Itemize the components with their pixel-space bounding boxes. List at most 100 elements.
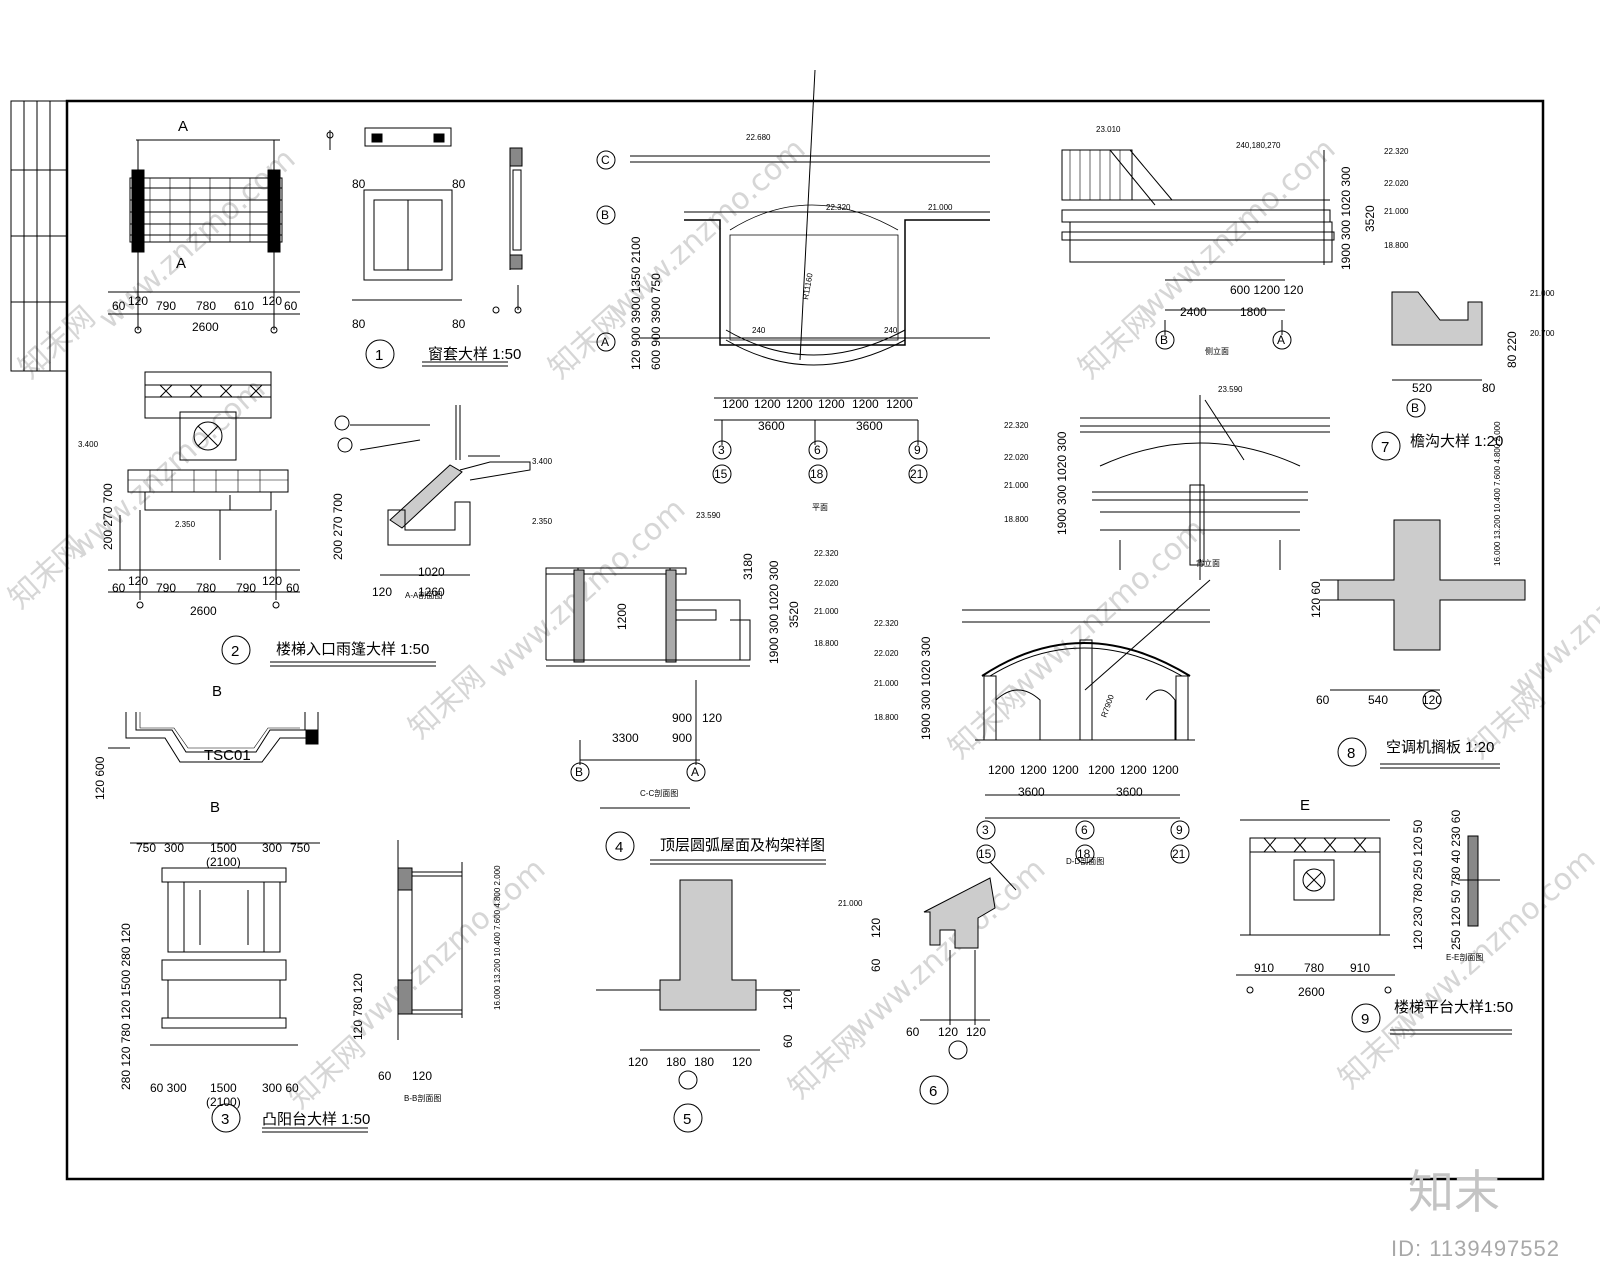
axis-label: 9 <box>914 443 921 457</box>
dim-label: 16.000 13.200 10.400 7.600 4.800 2.000 <box>493 865 502 1010</box>
watermark-text: www.znzmo.com <box>342 852 552 1046</box>
dim-label: 2600 <box>190 604 217 618</box>
dim-label: 80 <box>352 177 366 191</box>
watermark-text: www.znzmo.com <box>842 852 1052 1046</box>
dim-label: R7900 <box>1099 693 1116 719</box>
dim-label: 120 <box>869 918 883 938</box>
dim-label: 780 <box>1304 961 1324 975</box>
dim-label: 1200 <box>615 603 629 630</box>
dim-label: 1500 <box>210 1081 237 1095</box>
axis-label: 15 <box>978 847 992 861</box>
sub-label: 侧立面 <box>1205 346 1229 356</box>
watermark-text: 知末网 <box>282 1030 372 1116</box>
detail-number: 1 <box>375 347 383 364</box>
dim-label: 120 <box>412 1069 432 1083</box>
dim-label: 60 <box>112 299 126 313</box>
dim-label: 3600 <box>1018 785 1045 799</box>
dim-label: 120 <box>128 574 148 588</box>
axis-label: 3 <box>718 443 725 457</box>
axis-label: A <box>601 335 609 349</box>
image-id-label: ID: 1139497552 <box>1391 1236 1560 1261</box>
dim-label: 23.590 <box>1218 385 1243 394</box>
dim-label: 790 <box>156 581 176 595</box>
dim-label: 300 <box>164 841 184 855</box>
dim-label: 22.020 <box>1384 179 1409 188</box>
dim-label: 1020 <box>418 565 445 579</box>
dim-label: 3520 <box>1363 205 1377 232</box>
axis-label: 9 <box>1176 823 1183 837</box>
dim-label: 16.000 13.200 10.400 7.600 4.800 2.000 <box>1493 421 1502 566</box>
dim-label: 120 <box>262 294 282 308</box>
window-surround-detail <box>326 127 523 369</box>
dim-label: 910 <box>1254 961 1274 975</box>
dim-label: 22.320 <box>826 203 851 212</box>
bay-balcony-elevation <box>130 842 368 1133</box>
dim-label: 120 <box>702 711 722 725</box>
detail-number: 3 <box>221 1111 229 1128</box>
dim-label: 1260 <box>418 585 445 599</box>
ac-shelf-detail <box>1320 519 1526 769</box>
axis-label: 21 <box>910 467 924 481</box>
dim-label: 120 60 <box>1309 581 1323 618</box>
dim-label: 900 <box>672 711 692 725</box>
detail-title: 楼梯入口雨篷大样 1:50 <box>276 640 429 658</box>
dim-label: 22.680 <box>746 133 771 142</box>
dim-label: 780 <box>196 299 216 313</box>
dim-label: 2.350 <box>175 520 196 529</box>
axis-label: 18 <box>1077 847 1091 861</box>
dim-label: 790 <box>236 581 256 595</box>
dim-label: 3.400 <box>78 440 99 449</box>
dim-label: 60 <box>378 1069 392 1083</box>
bb-section <box>397 840 463 1040</box>
dim-label: 80 <box>1482 381 1496 395</box>
watermark-text: 知末网 <box>12 300 102 386</box>
dim-label: 21.000 <box>1384 207 1409 216</box>
section-mark: A <box>176 255 186 272</box>
dim-label: 790 <box>156 299 176 313</box>
sub-label: B-B剖面图 <box>404 1093 441 1103</box>
aa-section <box>334 405 531 576</box>
dim-label: 750 <box>290 841 310 855</box>
dim-label: 180 <box>666 1055 686 1069</box>
dim-label: 1200 <box>886 397 913 411</box>
dim-label: 3300 <box>612 731 639 745</box>
sub-label: 背立面 <box>1196 558 1220 568</box>
dim-label: 21.000 <box>874 679 899 688</box>
dim-label: 1200 <box>852 397 879 411</box>
section-mark: B <box>212 683 222 700</box>
dim-label: 180 <box>694 1055 714 1069</box>
dim-label: 540 <box>1368 693 1388 707</box>
dim-label: 21.000 <box>838 899 863 908</box>
elevation-a-top <box>108 139 300 334</box>
dim-label: 60 <box>906 1025 920 1039</box>
axis-label: C <box>601 153 610 167</box>
detail-title: 窗套大样 1:50 <box>428 345 521 363</box>
dim-label: 18.800 <box>1004 515 1029 524</box>
arch-roof-plan <box>596 69 990 484</box>
dim-label: 1200 <box>754 397 781 411</box>
detail-number: 4 <box>615 839 623 856</box>
dim-label: 1200 <box>1052 763 1079 777</box>
watermark-text: www.znzmo.com <box>482 492 692 686</box>
dim-label: 120 <box>262 574 282 588</box>
dim-label: 300 <box>262 841 282 855</box>
sub-label: C-C剖面图 <box>640 788 678 798</box>
dim-label: 120 900 3900 1350 2100 <box>629 236 643 370</box>
dim-label: 300 60 <box>262 1081 299 1095</box>
dim-label: 120 600 <box>93 756 107 800</box>
dim-label: 22.320 <box>874 619 899 628</box>
dim-label: 22.020 <box>814 579 839 588</box>
dim-label: 60 <box>1316 693 1330 707</box>
dim-label: 18.800 <box>874 713 899 722</box>
watermark-text: www.znzmo.com <box>1502 512 1600 706</box>
dim-label: 21.000 <box>1004 481 1029 490</box>
dim-label: 60 <box>112 581 126 595</box>
dim-label: 2600 <box>1298 985 1325 999</box>
dim-label: 3180 <box>741 553 755 580</box>
detail-title: 檐沟大样 1:20 <box>1410 433 1503 450</box>
detail-number: 8 <box>1347 745 1355 762</box>
dim-label: 240 <box>884 326 898 335</box>
dim-label: 3520 <box>787 601 801 628</box>
dim-label: 900 <box>672 731 692 745</box>
